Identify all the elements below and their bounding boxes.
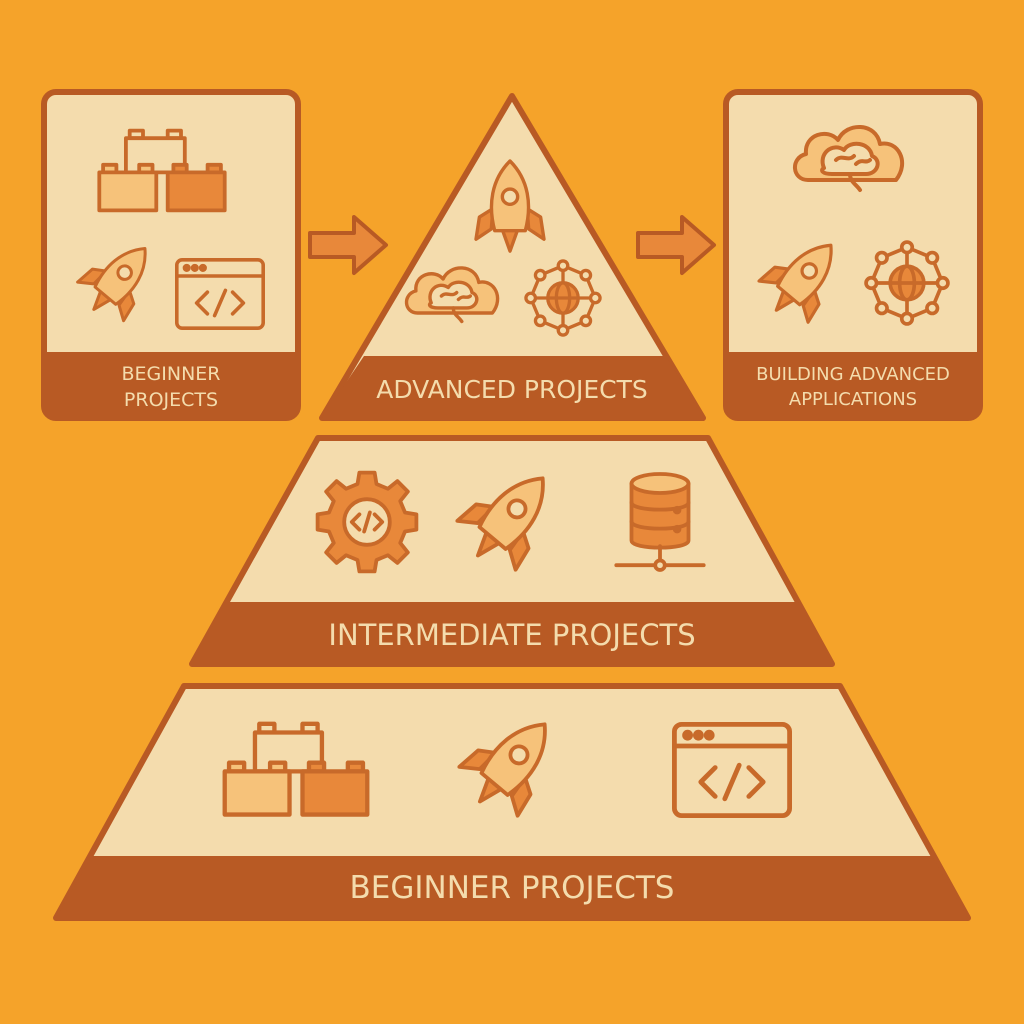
network-globe-icon <box>524 259 602 337</box>
intermediate-tier: INTERMEDIATE PROJECTS <box>189 435 835 667</box>
left-card: BEGINNER PROJECTS <box>41 89 301 421</box>
network-globe-icon <box>864 240 950 326</box>
gear-code-icon <box>315 470 419 574</box>
left-card-label-line1: BEGINNER <box>122 363 221 385</box>
intermediate-label: INTERMEDIATE PROJECTS <box>328 618 695 652</box>
beginner-label: BEGINNER PROJECTS <box>349 870 674 906</box>
peak-triangle: ADVANCED PROJECTS <box>319 93 706 421</box>
right-card: BUILDING ADVANCED APPLICATIONS <box>723 89 983 421</box>
peak-label: ADVANCED PROJECTS <box>376 375 648 404</box>
beginner-tier: BEGINNER PROJECTS <box>53 683 971 921</box>
code-window-icon <box>674 724 789 815</box>
code-window-icon <box>175 257 266 331</box>
arrow-right-icon <box>636 215 716 275</box>
arrow-right-icon <box>308 215 388 275</box>
right-card-label-line1: BUILDING ADVANCED <box>756 364 950 385</box>
left-card-label-line2: PROJECTS <box>124 389 218 411</box>
right-card-label-line2: APPLICATIONS <box>789 389 917 410</box>
